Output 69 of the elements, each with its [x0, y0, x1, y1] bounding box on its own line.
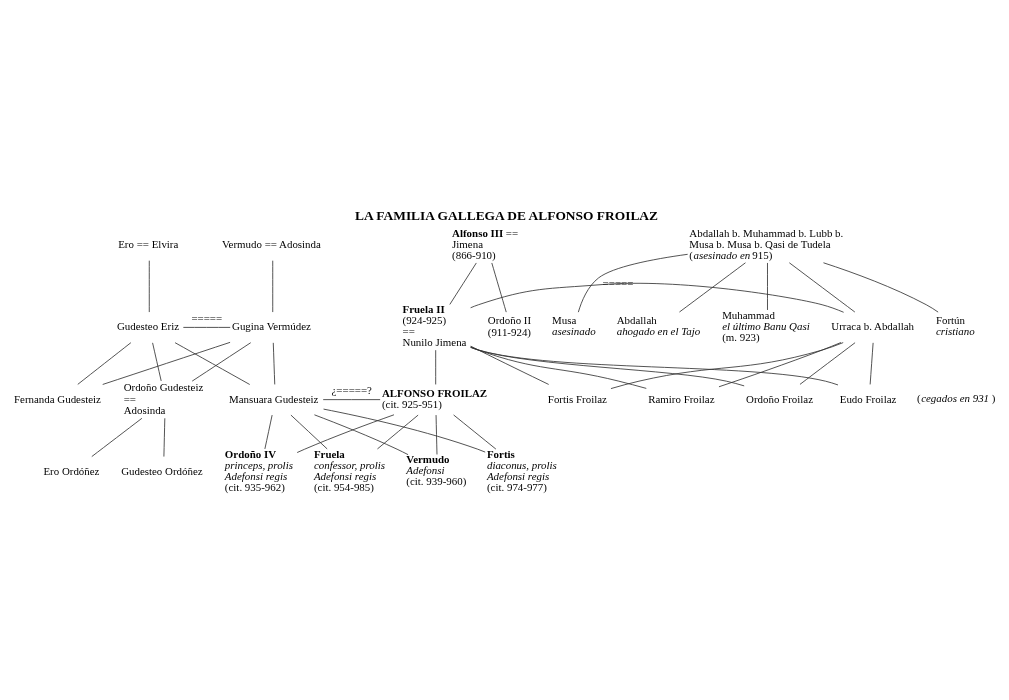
connector: [822, 261, 939, 313]
node-text: Mansuara Gudesteiz: [228, 391, 318, 404]
node-text: Abdallah b. Muhammad b. Lubb b. Musa b. Musa b. Qasi de Tudela (asesinado en 915): [688, 226, 843, 261]
connector: [163, 417, 165, 457]
connector: [788, 261, 855, 312]
node-text: Alfonso III == Jimena (866-910): [451, 226, 518, 261]
node-text: Vermudo == Adosinda: [221, 237, 321, 250]
node-text: Musa asesinado: [551, 313, 596, 337]
connector: [469, 346, 838, 385]
connector: [469, 346, 745, 386]
connector: [191, 341, 251, 382]
connector: [448, 262, 477, 305]
connector: [469, 282, 844, 313]
connector: [101, 341, 230, 385]
node-text: Ramiro Froilaz: [647, 391, 715, 404]
connector: [313, 413, 408, 455]
node-text: Fernanda Gudesteiz: [13, 391, 101, 404]
connector: [148, 259, 150, 312]
connector: [434, 349, 436, 385]
connector: [90, 417, 142, 457]
node-text: Ordoño Froilaz: [745, 391, 813, 404]
node-text: Eudo Froilaz: [839, 391, 896, 404]
node-text: Ero == Elvira: [117, 237, 178, 250]
edge-label: ¿=====?: [330, 383, 372, 396]
node-text: Gudesteo Ordóñez: [120, 464, 203, 477]
connector: [290, 414, 328, 449]
connector: [469, 345, 549, 385]
node-text: Ordoño II (911-924): [487, 313, 531, 338]
connector: [296, 413, 394, 453]
node-text: Urraca b. Abdallah: [830, 319, 914, 332]
connector: [263, 414, 273, 449]
connector: [151, 341, 162, 381]
node-text: Fortis diaconus, prolis Adefonsi regis (cit. 974-977): [486, 447, 557, 493]
connector: [271, 259, 273, 312]
connector: [766, 262, 768, 310]
node-text: Gudesteo Eriz: [116, 319, 179, 332]
node-text: Vermudo Adefonsi (cit. 939-960): [405, 452, 466, 487]
node-text: Gugina Vermúdez: [231, 319, 311, 332]
connector: [577, 253, 688, 313]
node-text: Fruela confessor, prolis Adefonsi regis (cit. 954-985): [313, 447, 385, 493]
connector: [182, 326, 231, 328]
node-text: Abdallah ahogado en el Tajo: [616, 313, 700, 337]
connector: [469, 346, 647, 389]
node-text: Ero Ordóñez: [42, 464, 99, 477]
edge-label: =====: [602, 276, 633, 289]
connector: [376, 414, 419, 449]
node-text: Fortis Froilaz: [547, 391, 607, 404]
label: (cegados en 931): [916, 391, 995, 404]
node-text: Ordoño IV princeps, prolis Adefonsi regis (cit. 935-962): [224, 447, 293, 493]
node-text: Ordoño Gudesteiz == Adosinda: [123, 380, 203, 416]
diagram-title: LA FAMILIA GALLEGA DE ALFONSO FROILAZ: [354, 207, 658, 223]
node-text: ALFONSO FROILAZ (cit. 925-951): [381, 386, 487, 410]
node-text: Fruela II (924-925) == Nunilo Jimena: [402, 302, 466, 348]
connector: [174, 341, 250, 385]
node-text: Muhammad el último Banu Qasi (m. 923): [721, 308, 810, 343]
edge-label: =====: [190, 311, 222, 324]
connector: [610, 341, 844, 389]
connector: [76, 341, 131, 385]
connector: [799, 341, 855, 385]
connector: [452, 414, 496, 450]
connector: [718, 341, 841, 387]
connector: [869, 341, 874, 385]
node-text: Fortún cristiano: [935, 313, 975, 337]
connector: [272, 341, 275, 385]
connector: [322, 398, 381, 400]
connector: [435, 414, 437, 455]
connector: [678, 261, 746, 312]
connector: [322, 408, 486, 452]
connector: [490, 262, 507, 313]
